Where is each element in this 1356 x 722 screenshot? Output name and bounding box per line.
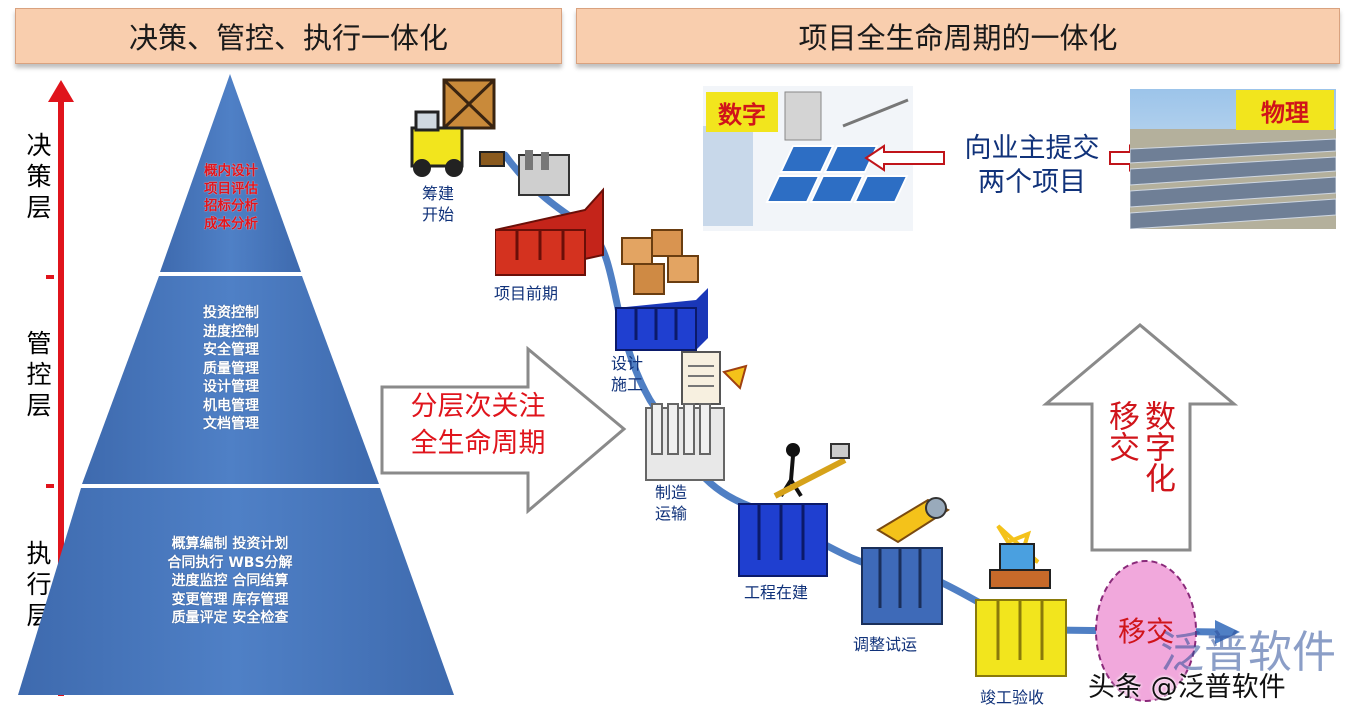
- step-4-label: 制造 运输: [654, 483, 687, 523]
- handover-oval-text: 移交: [1117, 615, 1174, 648]
- step-5-label: 工程在建: [743, 583, 808, 602]
- watermark-logo: 泛普软件: [1160, 616, 1350, 686]
- forklift-icon: [410, 78, 505, 177]
- pyramid-top-text: 概内设计 项目评估 招标分析 成本分析: [204, 163, 258, 232]
- step-7-block: [975, 524, 1067, 677]
- credit-text: 头条 @泛普软件: [1088, 672, 1286, 703]
- handover-up-arrow: [1042, 323, 1238, 552]
- pyramid-top-tier: [160, 74, 301, 272]
- focus-arrow-text: 分层次关注 全生命周期: [410, 391, 546, 459]
- level-control-label: 管 控 层: [26, 329, 52, 420]
- step-1-label: 筹建 开始: [421, 184, 454, 224]
- step-7-label: 竣工验收: [979, 688, 1044, 707]
- step-5-block: [738, 443, 850, 577]
- pyramid-bottom-text: 概算编制 投资计划 合同执行 WBS分解 进度监控 合同结算 变更管理 库存管理…: [167, 536, 293, 626]
- step-2-block: [495, 150, 604, 276]
- physical-label: 物理: [1236, 90, 1334, 130]
- step-6-label: 调整试运: [852, 635, 917, 654]
- step-6-block: [861, 497, 951, 625]
- step-4-block: [645, 351, 748, 481]
- submit-text: 向业主提交 两个项目: [964, 133, 1100, 198]
- watermark-text: 泛普软件: [1160, 627, 1336, 678]
- left-header: 决策、管控、执行一体化: [15, 8, 562, 64]
- right-header-text: 项目全生命周期的一体化: [798, 21, 1118, 55]
- pyramid: [18, 74, 454, 695]
- step-3-label: 设计 施工: [610, 354, 643, 394]
- handover-text: 数字化 移交: [1103, 400, 1175, 493]
- left-header-text: 决策、管控、执行一体化: [128, 21, 448, 55]
- pyramid-bottom-tier: [18, 488, 454, 695]
- step-2-label: 项目前期: [493, 284, 558, 303]
- pyramid-middle-text: 投资控制 进度控制 安全管理 质量管理 设计管理 机电管理 文档管理: [203, 305, 259, 432]
- handover-oval: [1095, 560, 1197, 702]
- focus-arrow: [380, 345, 627, 515]
- right-header: 项目全生命周期的一体化: [576, 8, 1340, 64]
- level-decision-label: 决 策 层: [26, 131, 52, 222]
- digital-label: 数字: [706, 92, 778, 132]
- step-3-block: [615, 229, 708, 351]
- pyramid-middle-tier: [82, 276, 379, 484]
